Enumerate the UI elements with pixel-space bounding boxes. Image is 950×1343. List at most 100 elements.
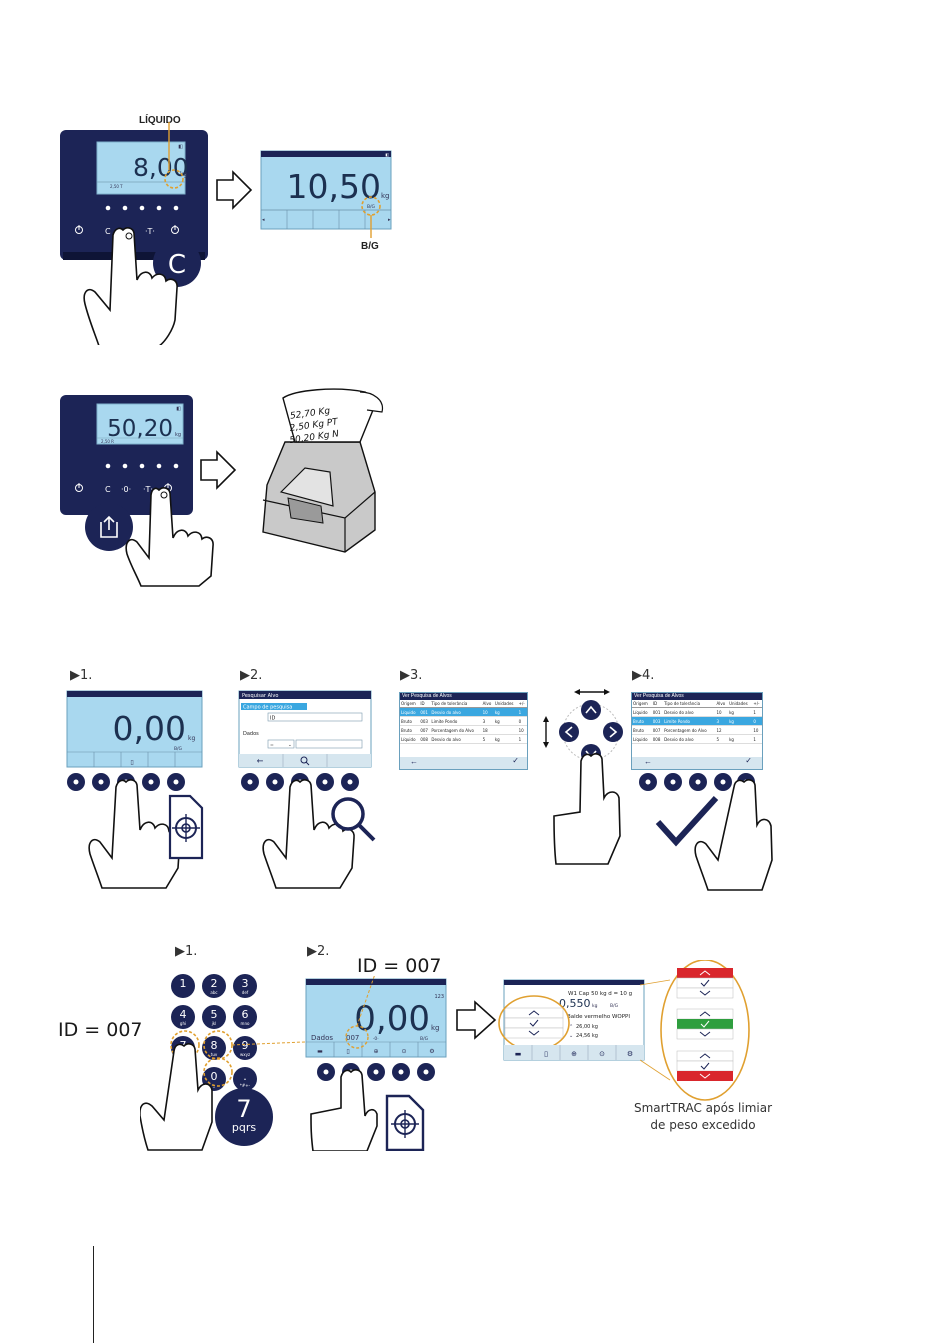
table-cell: 10: [715, 707, 729, 717]
table-cell: kg: [493, 734, 518, 744]
table-cell: 12: [715, 725, 729, 735]
table-cell: 10: [752, 725, 762, 735]
big-key-7[interactable]: 7 pqrs: [215, 1088, 273, 1146]
table-cell: 001: [651, 707, 664, 717]
smarttrac-item: Balde vermelho WOPPI: [567, 1014, 630, 1020]
table-cell: 10: [481, 707, 494, 717]
search-field-value: ID: [270, 716, 275, 722]
keypad-key-digit: 0: [210, 1070, 218, 1083]
keypad-key[interactable]: 1: [171, 974, 195, 998]
step1-weight-value: 0,00: [113, 709, 186, 748]
table-cell: Líquido: [632, 707, 652, 717]
keypad-key-digit: 6: [241, 1008, 249, 1021]
table-header-cell: Origem: [400, 700, 420, 708]
table-cell: [728, 725, 753, 735]
svg-text:⊕: ⊕: [571, 1050, 577, 1058]
id-entry-bg: B/G: [420, 1036, 429, 1042]
svg-text:◧: ◧: [178, 144, 183, 150]
svg-text:·T·: ·T·: [145, 227, 155, 236]
table-cell: 3: [481, 716, 494, 726]
svg-text:⊕: ⊕: [373, 1048, 378, 1055]
table-cell: 5: [481, 734, 494, 744]
smarttrac-unit: kg: [592, 1003, 598, 1009]
table-cell: 5: [715, 734, 729, 744]
step1-weight-unit: kg: [188, 735, 195, 742]
table-cell: 0: [752, 716, 762, 726]
table-header-cell: Origem: [632, 700, 652, 708]
svg-text:◧: ◧: [176, 406, 181, 412]
table-cell: Limite Pondo: [663, 716, 716, 726]
svg-text:⊙: ⊙: [401, 1048, 406, 1055]
table-header-cell: ID: [419, 700, 431, 708]
table-cell: 008: [651, 734, 664, 744]
keypad-key-letters: *#+-: [239, 1083, 251, 1088]
keypad-key[interactable]: .*#+-: [233, 1067, 257, 1091]
keypad-key-letters: jkl: [211, 1021, 217, 1026]
svg-text:2,50 T: 2,50 T: [110, 184, 123, 189]
table-header-cell: +/-: [752, 700, 762, 708]
table-cell: 10: [517, 725, 527, 735]
keypad-key-digit: 2: [210, 977, 218, 990]
id-data-label: Dados: [311, 1034, 333, 1042]
table-cell: Porcentagem do Alvo: [430, 725, 482, 735]
fig3-step1-illustration: 0,00 kg B/G ▯: [66, 690, 204, 889]
table-cell: Desvio do alvo: [430, 707, 482, 717]
table-cell: Líquido: [400, 734, 420, 744]
svg-text:⊙: ⊙: [599, 1050, 605, 1058]
table-cell: kg: [493, 716, 518, 726]
keypad-key-letters: def: [241, 990, 249, 995]
table-cell: 003: [651, 716, 664, 726]
svg-text:⌄: ⌄: [569, 1033, 573, 1039]
svg-text:C: C: [105, 485, 111, 494]
table-cell: Bruto: [400, 716, 420, 726]
big-key-digit: 7: [236, 1095, 252, 1123]
table-header-cell: ID: [651, 700, 664, 708]
fig3-step-1: ▶1.: [70, 668, 93, 683]
smarttrac-hi: 26,00 kg: [576, 1024, 598, 1030]
keypad-key-digit: .: [243, 1070, 247, 1083]
table-cell: 1: [752, 734, 762, 744]
svg-text:C: C: [105, 227, 111, 236]
svg-text:2,50 R: 2,50 R: [101, 439, 114, 444]
fig4-smarttrac-illustration: W1 Cap 50 kg d = 10 g 0,550 kg B/G Balde…: [456, 960, 750, 1101]
svg-text:▯: ▯: [130, 759, 133, 766]
table-title-4: Ver Pesquisa de Alvos: [632, 693, 762, 700]
svg-text:⌄: ⌄: [288, 743, 292, 748]
table-cell: Desvio do alvo: [430, 734, 482, 744]
fig3-step-2: ▶2.: [240, 668, 263, 683]
table-cell: Desvio do alvo: [663, 707, 716, 717]
svg-text:▯: ▯: [346, 1048, 349, 1055]
fig4-step2-illustration: 123 0,00 kg Dados 007 ·0· B/G ▬ ▯ ⊕ ⊙ ⚙: [305, 976, 447, 1151]
svg-text:⚙: ⚙: [429, 1048, 434, 1055]
smarttrac-value: 0,550: [559, 997, 591, 1010]
keypad-key-digit: 8: [210, 1039, 218, 1052]
table-cell: Desvio do alvo: [663, 734, 716, 744]
id-data-value: 007: [346, 1034, 359, 1042]
caption-line-1: SmartTRAC após limiar: [633, 1101, 773, 1115]
svg-text:·0·: ·0·: [373, 1036, 379, 1042]
caption-line-2: de peso excedido: [650, 1118, 756, 1132]
fig4-step-2: ▶2.: [307, 944, 330, 959]
search-icon: [331, 797, 365, 831]
search-field-label: Campo de pesquisa: [243, 705, 292, 711]
navigation-pad: [543, 689, 623, 865]
keypad-key-letters: abc: [210, 990, 218, 995]
smarttrac-caption: SmartTRAC após limiar de peso excedido: [600, 1100, 806, 1134]
